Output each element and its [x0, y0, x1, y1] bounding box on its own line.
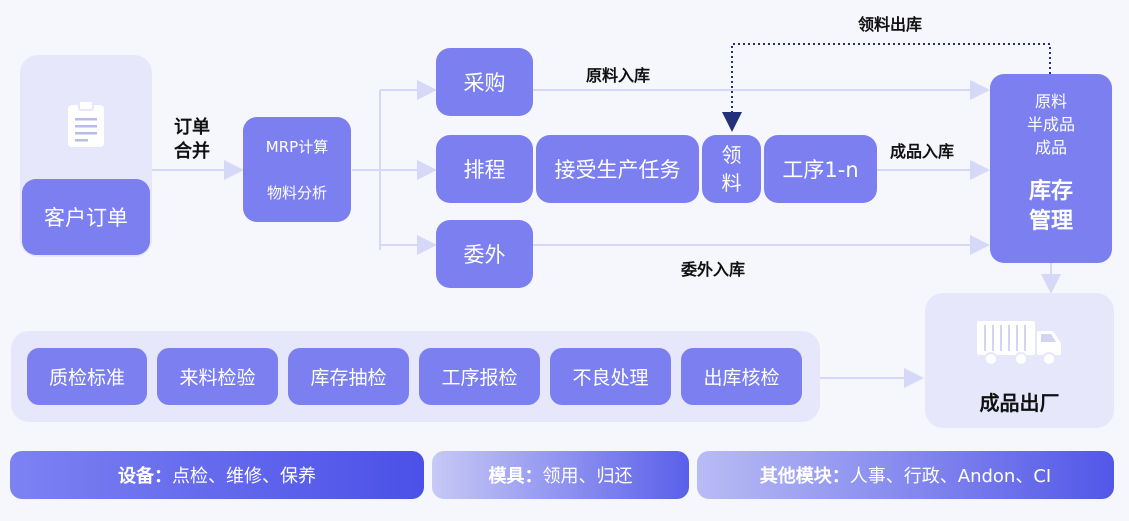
procure-box: 采购: [436, 48, 533, 116]
shipment-label: 成品出厂: [979, 391, 1060, 415]
other-modules-bar: 其他模块：人事、行政、Andon、CI: [697, 451, 1114, 499]
quality-item: 来料检验: [157, 348, 278, 405]
clipboard-icon: [66, 99, 106, 149]
raw-in-label: 原料入库: [586, 66, 651, 85]
equipment-bar: 设备：点检、维修、保养: [10, 451, 424, 499]
quality-item: 库存抽检: [288, 348, 409, 405]
outsource-in-label: 委外入库: [681, 260, 746, 279]
inventory-box: 原料 半成品 成品 库存 管理: [990, 74, 1112, 263]
inventory-item-semi: 半成品: [1026, 115, 1075, 134]
mrp-calc-label: MRP计算: [265, 137, 329, 156]
outsource-box: 委外: [436, 220, 533, 288]
customer-order-label: 客户订单: [44, 206, 128, 230]
inventory-item-raw: 原料: [1034, 92, 1067, 111]
material-pick-box: 领 料: [702, 135, 761, 203]
finished-in-label: 成品入库: [890, 142, 955, 161]
dotted-raw-out-line: [722, 43, 1051, 132]
production-task-box: 接受生产任务: [536, 135, 699, 203]
inventory-title-2: 管理: [1028, 209, 1073, 234]
mrp-box: MRP计算 物料分析: [243, 117, 351, 222]
quality-item: 工序报检: [419, 348, 540, 405]
inventory-title-1: 库存: [1028, 179, 1073, 204]
quality-item: 不良处理: [550, 348, 671, 405]
customer-order-box: 客户订单: [22, 179, 150, 255]
schedule-box: 排程: [436, 135, 533, 203]
mold-bar: 模具：领用、归还: [432, 451, 689, 499]
raw-out-label: 领料出库: [858, 15, 923, 34]
quality-item: 质检标准: [27, 348, 147, 405]
quality-item: 出库核检: [681, 348, 802, 405]
shipment-panel: 成品出厂: [925, 293, 1114, 428]
truck-icon: [975, 319, 1065, 367]
material-analysis-label: 物料分析: [266, 183, 327, 202]
customer-order-panel: 客户订单: [20, 55, 152, 257]
process-box: 工序1-n: [764, 135, 877, 203]
order-merge-label: 订单 合并: [174, 117, 210, 162]
inventory-item-finished: 成品: [1034, 138, 1067, 157]
